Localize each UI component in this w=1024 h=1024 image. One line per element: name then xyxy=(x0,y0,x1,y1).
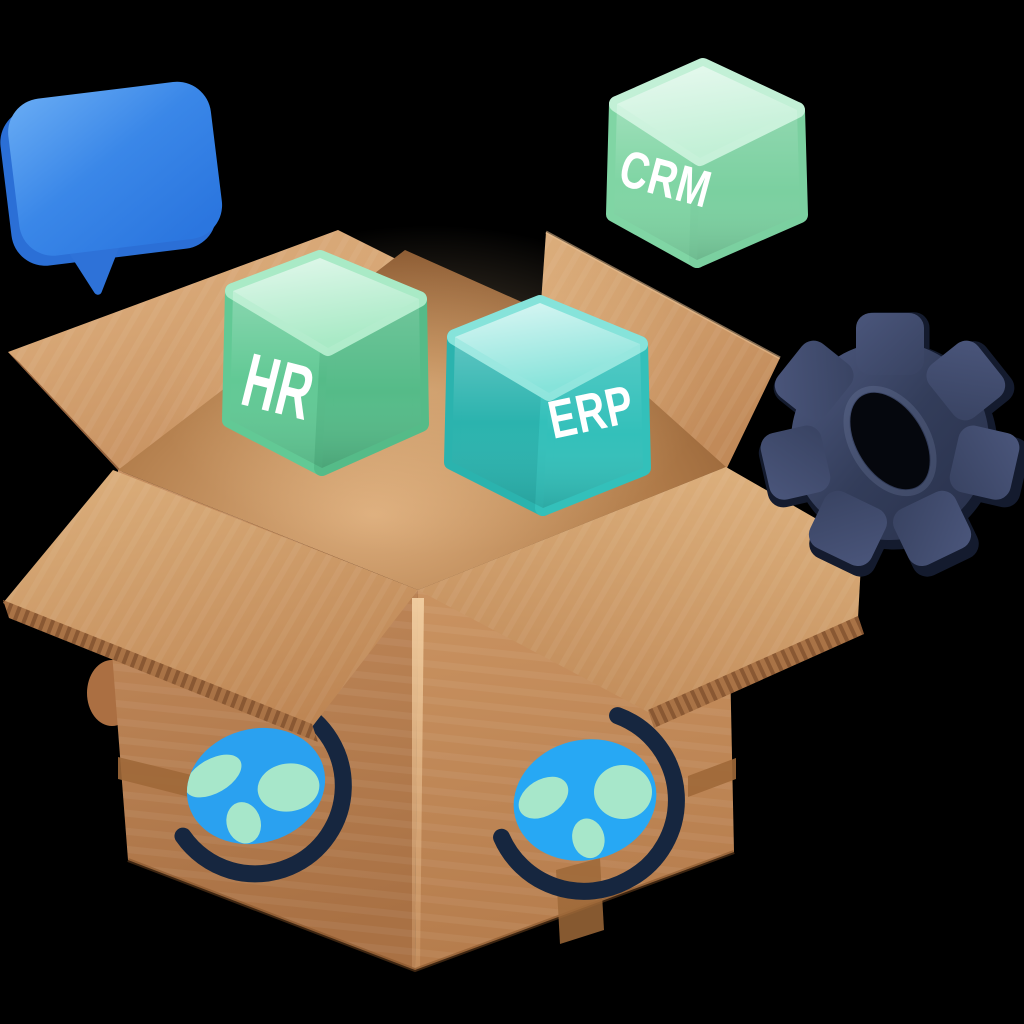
globe-logo-right xyxy=(493,707,685,900)
box-front-left-flap xyxy=(3,470,418,742)
cube-crm-left-sheen xyxy=(614,104,700,260)
module-cubes: HR ERP CRM xyxy=(222,58,808,516)
speech-bubble-icon xyxy=(0,81,223,295)
cube-crm-right-sheen xyxy=(697,110,800,260)
box-front-right-flap xyxy=(418,467,864,728)
cube-crm-top-gloss xyxy=(617,66,797,158)
gear-hole xyxy=(850,392,930,490)
gear-tooth xyxy=(893,490,972,567)
gear-hole-rim xyxy=(843,385,937,497)
cube-hr-right-sheen xyxy=(322,299,421,468)
box-back-right-flap-highlight xyxy=(545,230,781,360)
box-back-left-flap-edge xyxy=(8,352,129,479)
gear-tooth xyxy=(808,490,887,567)
globe-orbit-arc xyxy=(174,698,352,883)
gear-tooth xyxy=(774,340,854,421)
speech-bubble-body xyxy=(8,81,223,256)
cube-hr-left-sheen xyxy=(230,291,328,468)
globe-landmasses xyxy=(518,765,652,859)
cube-erp-top-gloss xyxy=(455,303,640,393)
corrugated-edge-left-flutes xyxy=(3,600,318,742)
gear-body xyxy=(760,313,1020,567)
tape-strip-left xyxy=(118,757,208,801)
cube-hr-top-gloss xyxy=(233,258,419,348)
globe-logo-left xyxy=(174,698,352,883)
globe-landmasses xyxy=(185,754,320,844)
gear-tooth xyxy=(760,425,831,500)
box-bottom-edge xyxy=(127,850,735,973)
corrugated-edge-right-flutes xyxy=(648,616,864,728)
gear-icon xyxy=(758,312,1024,577)
cube-hr: HR xyxy=(222,250,429,476)
cube-erp-left-sheen xyxy=(452,337,549,508)
tape-strip-bottom xyxy=(556,858,604,944)
box-front-left-flap-texture xyxy=(3,470,418,727)
gear-tooth xyxy=(949,425,1020,500)
box-front-crease xyxy=(412,598,424,968)
cube-erp-right-sheen xyxy=(543,344,643,508)
cardboard-box xyxy=(3,225,864,973)
cube-crm: CRM xyxy=(606,58,808,268)
tape-strip-right xyxy=(688,758,736,797)
gear-tooth xyxy=(926,340,1006,421)
globe-orbit-arc xyxy=(493,707,685,900)
cube-erp: ERP xyxy=(444,295,651,516)
box-front-right-flap-texture xyxy=(418,467,862,712)
gear-tooth xyxy=(856,313,924,375)
